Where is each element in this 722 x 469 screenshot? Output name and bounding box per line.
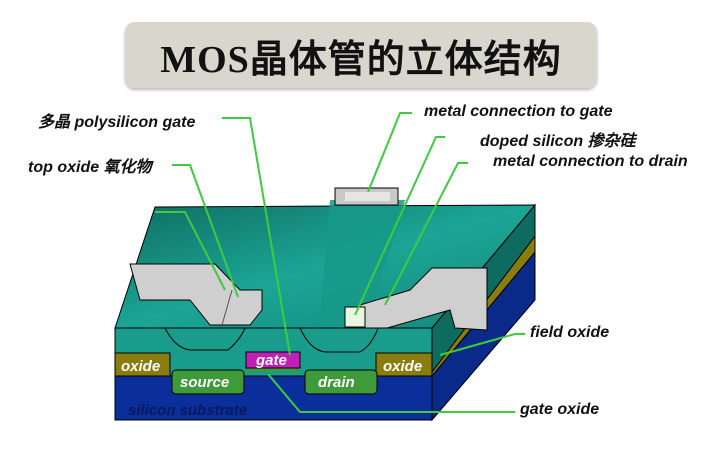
label-metal-gate: metal connection to gate bbox=[424, 103, 613, 120]
field-oxide-right bbox=[375, 352, 433, 377]
oxide-left-label: oxide bbox=[121, 358, 160, 375]
label-doped-silicon: doped silicon 掺杂硅 bbox=[480, 133, 636, 150]
substrate-label: silicon substrate bbox=[128, 402, 247, 419]
drain-region bbox=[304, 369, 378, 395]
label-top-oxide: top oxide 氧化物 bbox=[28, 159, 152, 176]
source-region bbox=[171, 369, 245, 395]
metal-source bbox=[129, 263, 263, 326]
title-banner: MOS晶体管的立体结构 bbox=[125, 22, 597, 88]
drain-label: drain bbox=[318, 374, 355, 391]
doped-silicon-window bbox=[344, 306, 366, 328]
field-oxide-left bbox=[114, 352, 171, 377]
gate-riser bbox=[320, 200, 405, 330]
label-gate-oxide: gate oxide bbox=[520, 401, 600, 418]
label-field-oxide: field oxide bbox=[530, 324, 610, 341]
gate-poly bbox=[245, 351, 301, 369]
label-polysilicon-gate: 多晶 polysilicon gate bbox=[38, 114, 196, 131]
label-metal-drain: metal connection to drain bbox=[493, 153, 688, 170]
leader-lines bbox=[155, 112, 525, 413]
page-title: MOS晶体管的立体结构 bbox=[160, 38, 562, 81]
gate-label: gate bbox=[255, 352, 287, 369]
source-label: source bbox=[180, 374, 229, 391]
oxide-right-label: oxide bbox=[383, 358, 422, 375]
